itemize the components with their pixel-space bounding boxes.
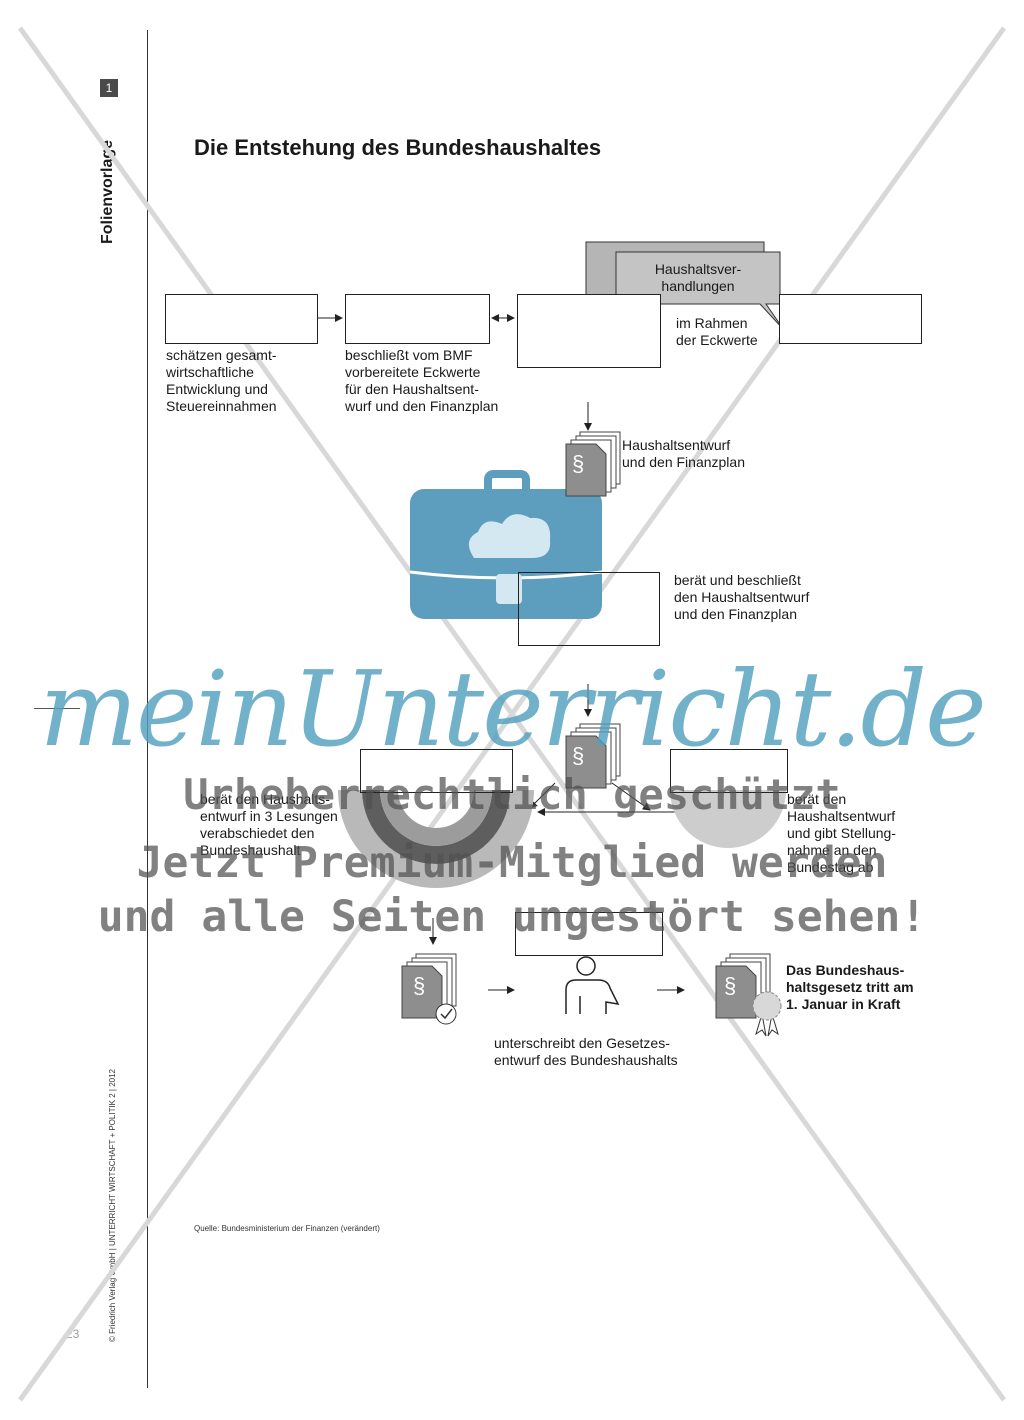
watermark-line-2: Jetzt Premium-Mitglied werden: [136, 838, 888, 888]
approved-document-icon: [401, 953, 457, 1025]
watermark-lines: [17, 26, 1007, 1402]
watermark-logo: meinUnterricht.de: [39, 648, 986, 770]
person-icon: [565, 956, 620, 1014]
page-title: Die Entstehung des Bundeshaushaltes: [194, 135, 602, 160]
draft-text: Haushaltsentwurf und den Finanzplan: [622, 437, 745, 470]
cabinet-text: berät und beschließt den Haushaltsentwur…: [674, 572, 810, 622]
watermark-line-1: Urheberrechtlich geschützt: [183, 770, 841, 819]
page-badge: 1: [100, 79, 118, 97]
paragraph-symbol: §: [572, 743, 585, 768]
bundestag-icon: [338, 790, 534, 888]
answer-box-3[interactable]: [517, 294, 661, 368]
document-stack-icon: [565, 431, 621, 497]
answer-box-bundesrat[interactable]: [670, 749, 788, 793]
bundesrat-text: berät den Haushaltsentwurf und gibt Stel…: [787, 791, 896, 875]
answer-box-cabinet[interactable]: [518, 572, 660, 646]
answer-box-president[interactable]: [515, 912, 663, 956]
answer-box-bundestag[interactable]: [360, 749, 513, 793]
source-note: Quelle: Bundesministerium der Finanzen (…: [194, 1224, 380, 1233]
step1-text: schätzen gesamt- wirtschaftliche Entwick…: [166, 347, 277, 414]
bundestag-text: berät den Haushalts- entwurf in 3 Lesung…: [200, 791, 338, 858]
sealed-document-icon: [715, 953, 782, 1037]
bundesrat-icon: [670, 790, 786, 848]
left-margin-rule: [147, 30, 148, 1388]
answer-box-4[interactable]: [779, 294, 922, 344]
watermark-line-3: und alle Seiten ungestört sehen!: [97, 892, 927, 942]
document-stack-icon: [565, 723, 621, 789]
bubble-text: Haushaltsver- handlungen: [654, 261, 742, 294]
paragraph-symbol: §: [724, 973, 737, 998]
step4-text: im Rahmen der Eckwerte: [676, 315, 758, 348]
step2-text: beschließt vom BMF vorbereitete Eckwerte…: [345, 347, 499, 414]
answer-box-1[interactable]: [165, 294, 318, 344]
president-text: unterschreibt den Gesetzes- entwurf des …: [494, 1035, 678, 1068]
paragraph-symbol: §: [413, 973, 426, 998]
margin-tick: [34, 708, 80, 709]
briefcase-icon: [409, 470, 603, 619]
final-text: Das Bundeshaus- haltsgesetz tritt am 1. …: [786, 962, 914, 1012]
answer-box-2[interactable]: [345, 294, 490, 344]
paragraph-symbol: §: [572, 451, 585, 476]
